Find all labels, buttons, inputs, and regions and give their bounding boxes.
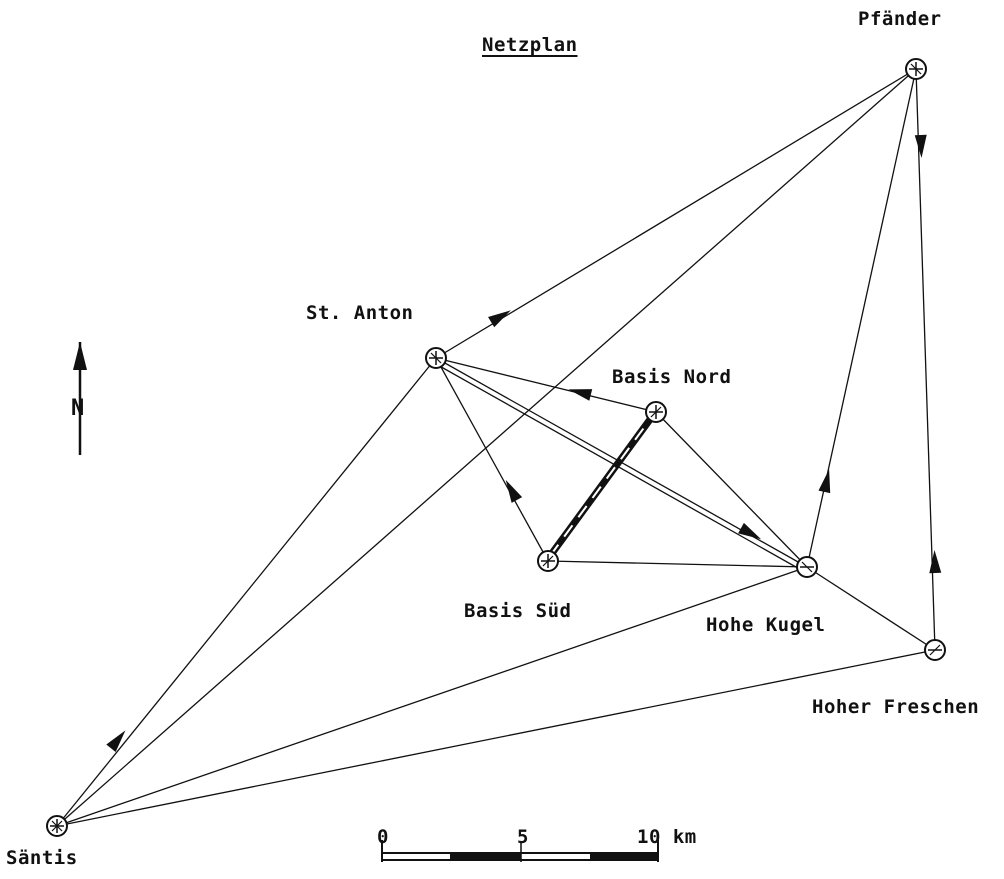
network-lines (56, 68, 936, 827)
arrow-hohe-kugel-pfaender (818, 469, 831, 494)
station-marker-pfaender (905, 58, 927, 80)
line-saentis-hoher-freschen (56, 649, 936, 827)
station-markers (46, 58, 946, 837)
scale-tick-0: 0 (377, 826, 389, 848)
station-marker-basis-nord (645, 401, 667, 423)
line-hohe-kugel-hoher-freschen (806, 566, 936, 651)
arrow-st-anton-pfaender (488, 310, 511, 328)
line-saentis-pfaender (56, 68, 917, 827)
line-basis-nord-hohe-kugel (655, 411, 808, 568)
arrow-basis-nord-st-anton (568, 389, 593, 401)
line-hohe-kugel-pfaender (806, 68, 917, 568)
station-marker-saentis (46, 815, 68, 837)
north-arrow (73, 342, 87, 455)
line-st-anton-hohe-kugel-b (435, 363, 804, 572)
station-marker-hohe-kugel (796, 556, 818, 578)
station-label-basis-sued: Basis Süd (464, 600, 572, 622)
arrow-pfaender-hoher-freschen (914, 134, 927, 158)
scale-tick-10: 10 km (637, 826, 697, 848)
station-label-pfaender: Pfänder (858, 8, 942, 30)
north-label: N (71, 396, 85, 421)
station-label-saentis: Säntis (6, 847, 78, 869)
line-st-anton-pfaender (435, 68, 917, 359)
direction-arrows (106, 134, 942, 752)
diagram-title: Netzplan (482, 34, 578, 56)
station-label-basis-nord: Basis Nord (612, 366, 732, 388)
station-marker-st-anton (425, 347, 447, 369)
station-label-hohe-kugel: Hohe Kugel (706, 614, 826, 636)
line-saentis-st-anton (56, 357, 437, 827)
line-pfaender-hoher-freschen (915, 68, 936, 651)
scale-tick-5: 5 (517, 826, 529, 848)
north-arrow-head-icon (73, 342, 87, 370)
arrow-st-anton-hohe-kugel (738, 522, 762, 540)
station-marker-basis-sued (537, 550, 559, 572)
line-st-anton-basis-nord (435, 357, 657, 413)
baseline (547, 411, 657, 559)
line-basis-sued-hohe-kugel (547, 560, 808, 568)
line-st-anton-basis-sued (435, 357, 549, 562)
arrow-basis-sued-st-anton (505, 479, 523, 503)
line-saentis-hohe-kugel (56, 566, 808, 827)
arrow-saentis-st-anton (106, 730, 126, 752)
arrow-hoher-freschen-pfaender (929, 550, 942, 574)
station-label-st-anton: St. Anton (306, 302, 414, 324)
station-label-hoher-freschen: Hoher Freschen (812, 696, 980, 718)
station-marker-hoher-freschen (924, 639, 946, 661)
scale-bar (381, 840, 659, 862)
